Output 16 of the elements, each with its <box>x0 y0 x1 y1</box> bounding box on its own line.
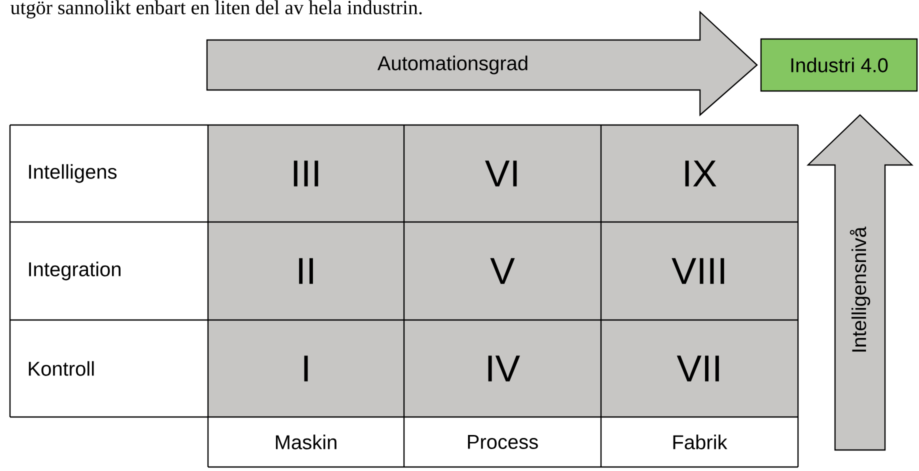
roman-numeral: VIII <box>672 258 724 284</box>
roman-numeral: I <box>304 356 308 382</box>
roman-numeral: IX <box>685 160 716 186</box>
row-header: Intelligens <box>29 164 117 183</box>
roman-numeral: VI <box>485 160 517 186</box>
roman-numeral: V <box>490 258 515 284</box>
roman-numeral: IV <box>488 356 520 382</box>
roman-numeral: II <box>299 258 313 284</box>
row-header: Kontroll <box>28 361 94 376</box>
roman-numeral: VII <box>676 356 719 382</box>
row-header: Integration <box>29 262 120 280</box>
column-header: Process <box>468 435 538 449</box>
column-header: Maskin <box>276 434 336 450</box>
column-header: Fabrik <box>673 434 728 450</box>
roman-numeral: III <box>294 160 318 186</box>
result-box: Industri 4.0 <box>760 38 918 92</box>
